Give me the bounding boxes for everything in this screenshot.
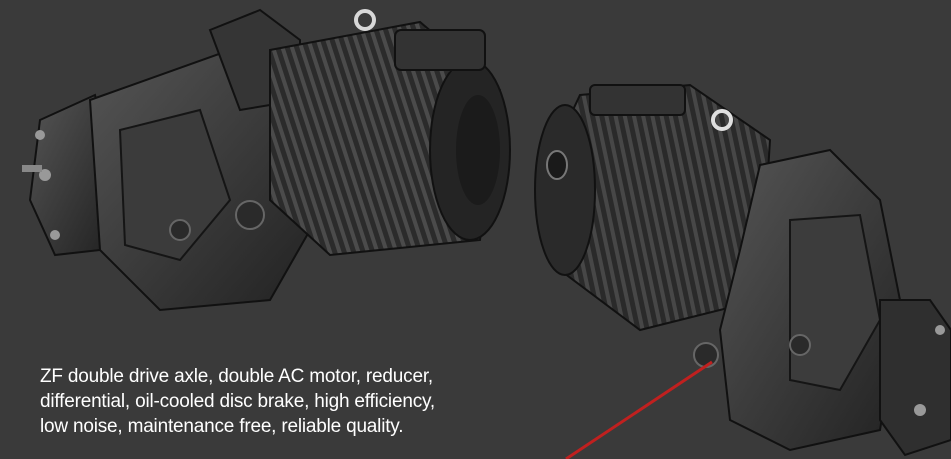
caption-line-2: differential, oil-cooled disc brake, hig… — [40, 391, 435, 412]
left-drive-unit — [22, 8, 511, 312]
caption-line-3: low noise, maintenance free, reliable qu… — [40, 416, 404, 437]
right-drive-unit — [534, 83, 951, 457]
caption-line-1: ZF double drive axle, double AC motor, r… — [40, 366, 433, 387]
description-caption: ZF double drive axle, double AC motor, r… — [40, 364, 520, 439]
callout-line — [565, 360, 713, 459]
